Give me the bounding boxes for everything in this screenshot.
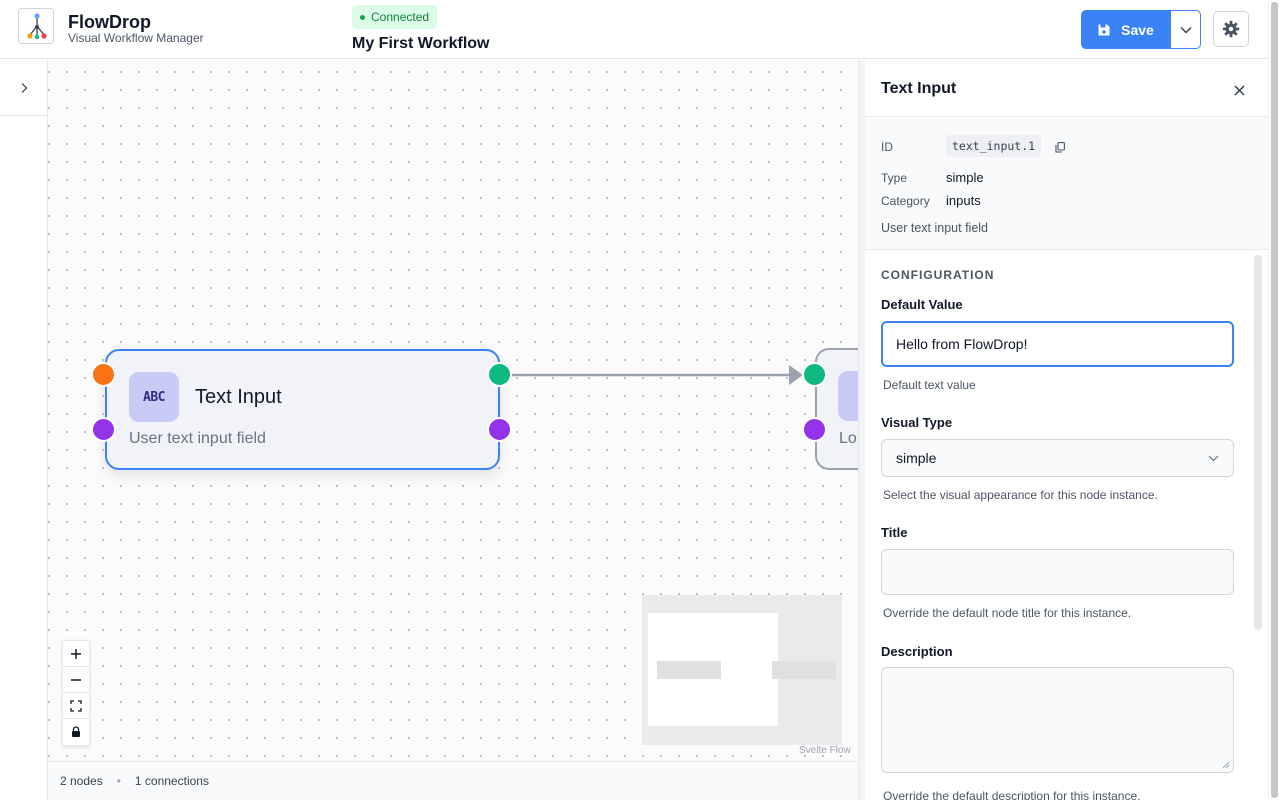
default-value-input[interactable] bbox=[881, 321, 1234, 367]
minimap-node bbox=[772, 661, 836, 679]
copy-id-button[interactable] bbox=[1055, 140, 1065, 158]
minimap[interactable] bbox=[642, 595, 842, 745]
status-dot-icon bbox=[360, 14, 365, 20]
visual-type-value: simple bbox=[896, 450, 937, 466]
settings-button[interactable] bbox=[1213, 11, 1249, 47]
input-handle-top[interactable] bbox=[91, 362, 116, 387]
connection-status-label: Connected bbox=[371, 10, 430, 24]
minimap-node bbox=[657, 661, 721, 679]
zoom-out-icon bbox=[71, 678, 81, 681]
workflow-name[interactable]: My First Workflow bbox=[352, 35, 490, 52]
output-handle-bottom[interactable] bbox=[487, 417, 512, 442]
workflow-tree-icon bbox=[27, 13, 47, 40]
logger-input-handle-bottom[interactable] bbox=[802, 417, 827, 442]
category-label: Category bbox=[881, 194, 930, 208]
close-icon bbox=[1233, 84, 1245, 96]
node-id-value: text_input.1 bbox=[946, 135, 1042, 157]
app-header: FlowDrop Visual Workflow Manager Connect… bbox=[0, 0, 1268, 59]
text-abc-icon: ABC bbox=[129, 372, 179, 422]
node-metadata: ID text_input.1 Type simple Category inp… bbox=[865, 117, 1268, 250]
panel-resize-handle[interactable] bbox=[858, 60, 865, 800]
input-handle-bottom[interactable] bbox=[91, 417, 116, 442]
description-label: Description bbox=[881, 644, 953, 659]
lock-icon bbox=[72, 726, 80, 737]
status-separator: • bbox=[116, 774, 121, 788]
chevron-down-icon bbox=[1208, 455, 1219, 461]
app-logo bbox=[18, 8, 54, 44]
configuration-form: CONFIGURATION Default Value Default text… bbox=[865, 250, 1252, 800]
zoom-controls bbox=[62, 640, 90, 746]
category-value: inputs bbox=[946, 193, 981, 208]
app-title: FlowDrop bbox=[68, 12, 151, 32]
node-title: Text Input bbox=[195, 386, 282, 408]
app-subtitle: Visual Workflow Manager bbox=[68, 31, 204, 45]
page-scrollbar[interactable] bbox=[1271, 2, 1278, 798]
save-button-label: Save bbox=[1121, 21, 1154, 38]
output-handle-top[interactable] bbox=[487, 362, 512, 387]
type-value: simple bbox=[946, 170, 984, 185]
id-label: ID bbox=[881, 140, 893, 154]
title-label: Title bbox=[881, 525, 908, 540]
save-button-group: Save bbox=[1081, 10, 1201, 49]
resize-grip-icon[interactable] bbox=[1222, 761, 1230, 769]
chevron-right-icon bbox=[21, 82, 27, 93]
node-text-input[interactable]: ABC Text Input User text input field bbox=[105, 349, 500, 470]
node-description: User text input field bbox=[881, 221, 988, 235]
type-label: Type bbox=[881, 171, 908, 185]
default-value-help: Default text value bbox=[883, 378, 976, 392]
title-help: Override the default node title for this… bbox=[883, 606, 1132, 620]
connection-status-badge: Connected bbox=[352, 5, 438, 29]
panel-title: Text Input bbox=[881, 80, 957, 97]
connections-count: 1 connections bbox=[134, 774, 209, 788]
floppy-disk-icon bbox=[1098, 24, 1110, 35]
visual-type-label: Visual Type bbox=[881, 415, 953, 430]
visual-type-help: Select the visual appearance for this no… bbox=[883, 488, 1158, 502]
node-description: User text input field bbox=[129, 430, 266, 447]
connection-edge[interactable] bbox=[48, 60, 858, 761]
panel-scrollbar[interactable] bbox=[1254, 255, 1262, 630]
gear-icon bbox=[1222, 20, 1240, 38]
fit-view-icon bbox=[70, 699, 82, 712]
node-logger[interactable]: Lo bbox=[815, 348, 858, 470]
description-textarea[interactable] bbox=[881, 667, 1234, 773]
node-icon bbox=[838, 371, 858, 421]
default-value-label: Default Value bbox=[881, 297, 963, 312]
title-input[interactable] bbox=[881, 549, 1234, 595]
logger-input-handle-top[interactable] bbox=[802, 362, 827, 387]
zoom-in-button[interactable] bbox=[63, 641, 89, 667]
panel-header: Text Input bbox=[865, 60, 1268, 117]
node-config-panel: Text Input ID text_input.1 Type simple C… bbox=[865, 60, 1268, 800]
expand-sidebar-button[interactable] bbox=[0, 60, 47, 116]
configuration-heading: CONFIGURATION bbox=[881, 268, 995, 282]
zoom-in-icon bbox=[71, 648, 81, 659]
copy-icon bbox=[1055, 142, 1065, 153]
workflow-canvas[interactable]: ABC Text Input User text input field Lo … bbox=[48, 60, 858, 761]
close-panel-button[interactable] bbox=[1231, 82, 1247, 98]
save-button[interactable]: Save bbox=[1081, 10, 1170, 49]
visual-type-select[interactable]: simple bbox=[881, 439, 1234, 477]
node-library-sidebar bbox=[0, 60, 48, 800]
svelte-flow-attribution[interactable]: Svelte Flow bbox=[799, 745, 851, 756]
zoom-out-button[interactable] bbox=[63, 667, 89, 693]
save-options-dropdown[interactable] bbox=[1170, 10, 1201, 49]
description-help: Override the default description for thi… bbox=[883, 789, 1141, 800]
canvas-status-bar: 2 nodes • 1 connections bbox=[48, 761, 858, 800]
nodes-count: 2 nodes bbox=[60, 774, 103, 788]
lock-button[interactable] bbox=[63, 719, 89, 745]
node-description: Lo bbox=[839, 430, 857, 447]
fit-view-button[interactable] bbox=[63, 693, 89, 719]
chevron-down-icon bbox=[1179, 26, 1192, 34]
